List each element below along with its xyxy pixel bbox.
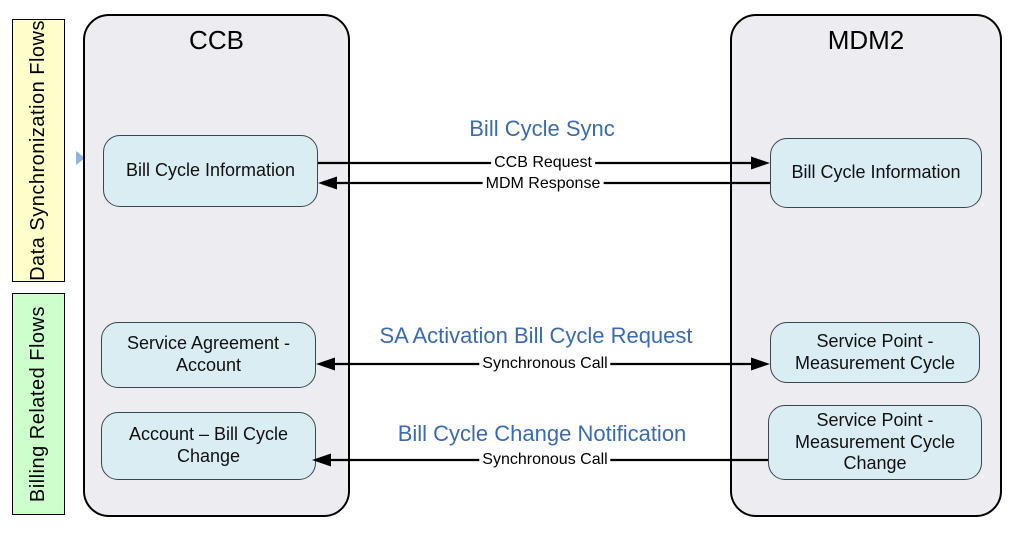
- sidebar-label-text: Billing Related Flows: [27, 305, 49, 503]
- node-ccb-service-agreement-account: Service Agreement - Account: [101, 322, 316, 388]
- system-title-mdm2: MDM2: [827, 25, 905, 55]
- sidebar-label-billing-related-flows: Billing Related Flows: [12, 293, 65, 515]
- node-mdm2-service-point-measurement-cycle: Service Point - Measurement Cycle: [770, 322, 980, 383]
- node-mdm2-bill-cycle-information: Bill Cycle Information: [770, 138, 982, 208]
- sidebar-label-text: Data Synchronization Flows: [27, 20, 49, 281]
- flow-pointer-icon: [76, 151, 85, 165]
- flow-title-sa-activation-bill-cycle-request: SA Activation Bill Cycle Request: [379, 323, 693, 348]
- node-ccb-bill-cycle-information: Bill Cycle Information: [103, 135, 318, 207]
- arrow-label-synchronous-call-1: Synchronous Call: [479, 355, 611, 373]
- node-ccb-account-bill-cycle-change: Account – Bill Cycle Change: [101, 412, 316, 480]
- system-title-ccb: CCB: [189, 25, 244, 55]
- arrow-label-synchronous-call-2: Synchronous Call: [479, 451, 611, 469]
- arrow-label-mdm-response: MDM Response: [482, 175, 604, 193]
- flow-title-bill-cycle-sync: Bill Cycle Sync: [469, 116, 615, 141]
- node-mdm2-service-point-measurement-cycle-change: Service Point - Measurement Cycle Change: [768, 405, 982, 480]
- arrow-label-ccb-request: CCB Request: [491, 154, 595, 172]
- sidebar-label-data-synchronization-flows: Data Synchronization Flows: [12, 19, 65, 282]
- flow-title-bill-cycle-change-notification: Bill Cycle Change Notification: [397, 421, 687, 446]
